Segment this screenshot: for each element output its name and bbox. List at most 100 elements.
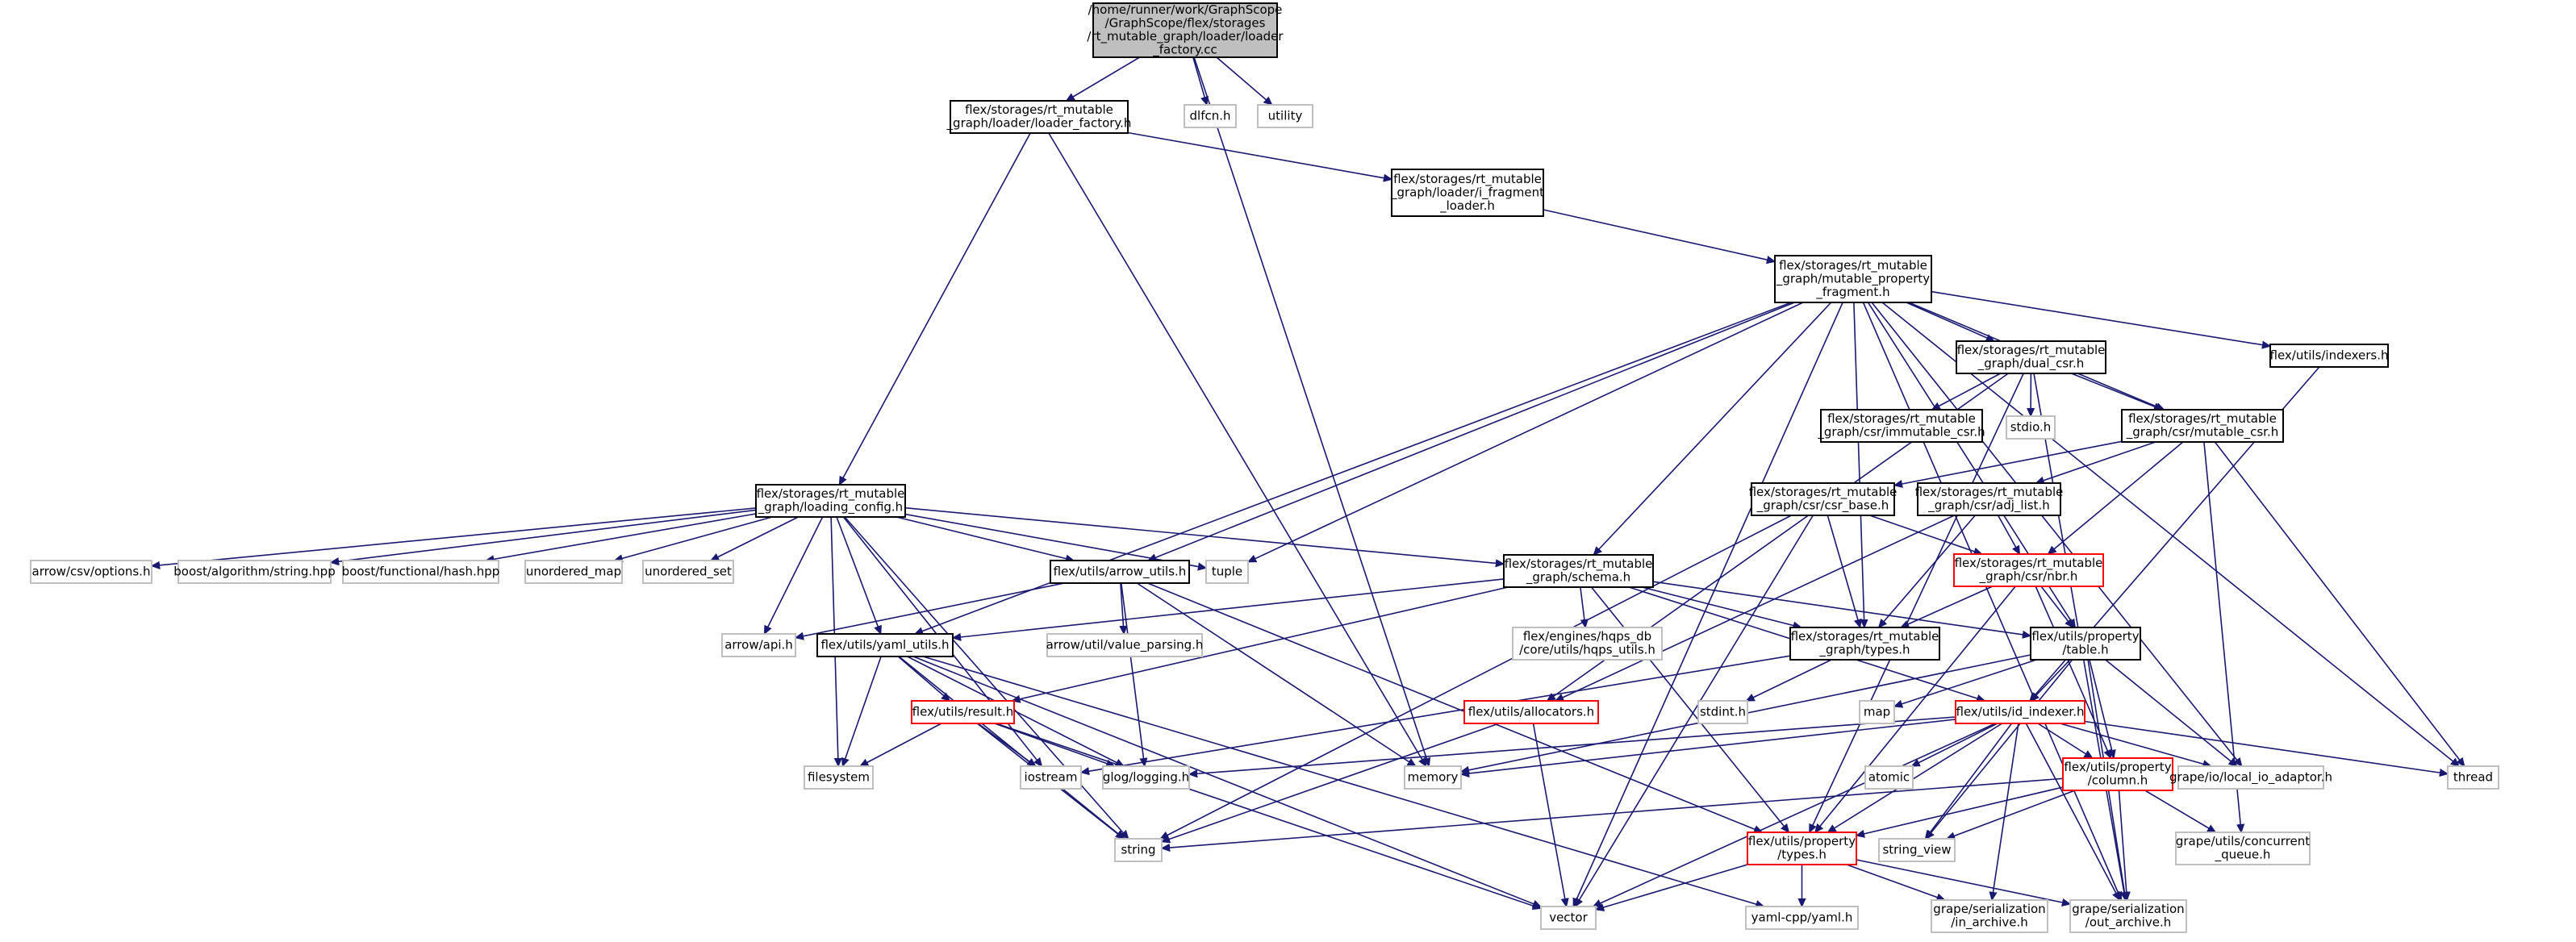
node-local_io_adaptor: grape/io/local_io_adaptor.h xyxy=(2169,765,2332,790)
edge-property_column-to-concurrent_queue xyxy=(2144,790,2216,832)
edge-rt_types-to-stdint xyxy=(1747,659,1832,702)
node-label: yaml-cpp/yaml.h xyxy=(1751,910,1853,924)
edge-nbr-to-property_table xyxy=(2040,586,2073,627)
node-root[interactable]: /home/runner/work/GraphScope/GraphScope/… xyxy=(1087,2,1284,58)
node-loading_config[interactable]: flex/storages/rt_mutable_graph/loading_c… xyxy=(755,484,906,518)
node-label: boost/functional/hash.hpp xyxy=(342,564,500,578)
node-property_table[interactable]: flex/utils/property/table.h xyxy=(2030,627,2141,661)
node-i_fragment_loader[interactable]: flex/storages/rt_mutable_graph/loader/i_… xyxy=(1390,169,1544,217)
node-box xyxy=(2006,415,2056,440)
node-label: flex/storages/rt_mutable xyxy=(1957,343,2106,358)
node-box xyxy=(911,700,1015,724)
node-label: grape/serialization xyxy=(2072,902,2184,916)
node-label: flex/utils/allocators.h xyxy=(1468,704,1594,719)
node-string_view: string_view xyxy=(1878,838,1956,862)
node-box xyxy=(1205,560,1249,584)
node-indexers[interactable]: flex/utils/indexers.h xyxy=(2269,344,2389,368)
node-box xyxy=(2269,344,2389,368)
node-allocators[interactable]: flex/utils/allocators.h xyxy=(1463,700,1599,724)
node-box xyxy=(642,560,734,584)
edge-result-to-filesystem xyxy=(860,723,942,767)
node-label: grape/utils/concurrent xyxy=(2176,834,2310,848)
edge-loading_config-to-yaml_utils xyxy=(836,516,881,634)
node-label: grape/io/local_io_adaptor.h xyxy=(2169,769,2332,785)
node-box xyxy=(1404,765,1462,790)
edge-property_column-to-out_archive xyxy=(2118,790,2127,900)
node-label: /rt_mutable_graph/loader/loader xyxy=(1087,29,1284,44)
node-property_column[interactable]: flex/utils/property/column.h xyxy=(2062,757,2173,791)
node-arrow_utils[interactable]: flex/utils/arrow_utils.h xyxy=(1050,560,1190,584)
node-box xyxy=(1751,482,1895,516)
edge-id_indexer-to-atomic xyxy=(1912,723,1998,767)
node-label: flex/storages/rt_mutable xyxy=(1915,485,2064,500)
node-label: flex/utils/arrow_utils.h xyxy=(1054,564,1187,579)
node-label: string_view xyxy=(1882,842,1951,857)
edge-property_table-to-string_view xyxy=(1926,659,2073,839)
node-box xyxy=(1463,700,1599,724)
node-yaml_utils[interactable]: flex/utils/yaml_utils.h xyxy=(816,633,954,657)
node-dlfcn: dlfcn.h xyxy=(1184,104,1237,128)
edge-mutable_csr-to-thread xyxy=(2214,441,2464,766)
node-label: flex/storages/rt_mutable xyxy=(1791,629,1939,644)
node-property_types[interactable]: flex/utils/property/types.h xyxy=(1747,832,1857,865)
edge-csr_base-to-nbr xyxy=(1869,515,1982,554)
node-label: flex/storages/rt_mutable xyxy=(2128,411,2277,427)
edge-nbr-to-property_column xyxy=(2035,586,2112,758)
node-label: _graph/csr/mutable_csr.h xyxy=(2126,425,2278,440)
node-label: _graph/loading_config.h xyxy=(758,500,903,515)
edge-property_types-to-in_archive xyxy=(1846,864,1945,900)
node-label: atomic xyxy=(1868,769,1910,784)
node-arrow_api: arrow/api.h xyxy=(721,633,796,657)
node-dual_csr[interactable]: flex/storages/rt_mutable_graph/dual_csr.… xyxy=(1956,340,2106,374)
node-result[interactable]: flex/utils/result.h xyxy=(911,700,1015,724)
edge-allocators-to-string xyxy=(1162,723,1500,842)
node-stdio: stdio.h xyxy=(2006,415,2056,440)
node-box xyxy=(1184,104,1237,128)
node-box xyxy=(1789,627,1940,661)
node-box xyxy=(2069,899,2187,933)
edge-yaml_utils-to-glog xyxy=(907,656,1124,767)
node-immutable_csr[interactable]: flex/storages/rt_mutable_graph/csr/immut… xyxy=(1817,409,1985,443)
edge-mutable_csr-to-nbr xyxy=(2048,441,2184,554)
edge-loader_factory-to-loading_config xyxy=(838,132,1031,485)
node-hqps_utils: flex/engines/hqps_db/core/utils/hqps_uti… xyxy=(1512,627,1663,661)
edge-property_types-to-vector xyxy=(1596,864,1748,910)
node-glog: glog/logging.h xyxy=(1102,765,1190,790)
edge-yaml_utils-to-result xyxy=(897,656,950,701)
node-boost_functional_hash: boost/functional/hash.hpp xyxy=(342,560,500,584)
node-box xyxy=(1503,554,1654,588)
node-csr_base[interactable]: flex/storages/rt_mutable_graph/csr/csr_b… xyxy=(1749,482,1898,516)
edge-property_table-to-local_io_adaptor xyxy=(2105,659,2237,766)
edge-mutable_property_fragment-to-rt_types xyxy=(1853,302,1864,627)
node-unordered_map: unordered_map xyxy=(524,560,623,584)
node-mutable_csr[interactable]: flex/storages/rt_mutable_graph/csr/mutab… xyxy=(2121,409,2284,443)
node-nbr[interactable]: flex/storages/rt_mutable_graph/csr/nbr.h xyxy=(1953,553,2104,587)
node-rt_types[interactable]: flex/storages/rt_mutable_graph/types.h xyxy=(1789,627,1940,661)
node-box xyxy=(2062,757,2173,791)
node-box xyxy=(755,484,906,518)
node-layer: /home/runner/work/GraphScope/GraphScope/… xyxy=(30,2,2499,933)
node-label: arrow/csv/options.h xyxy=(32,564,151,578)
node-label: flex/storages/rt_mutable xyxy=(1393,172,1542,187)
node-label: flex/storages/rt_mutable xyxy=(1779,258,1927,273)
node-id_indexer[interactable]: flex/utils/id_indexer.h xyxy=(1955,700,2085,724)
node-label: utility xyxy=(1268,108,1303,123)
node-label: flex/utils/yaml_utils.h xyxy=(820,637,949,652)
node-label: flex/storages/rt_mutable xyxy=(1955,556,2103,571)
edge-id_indexer-to-thread xyxy=(2084,720,2448,774)
node-schema[interactable]: flex/storages/rt_mutable_graph/schema.h xyxy=(1503,554,1654,588)
node-box xyxy=(1697,700,1748,724)
node-box xyxy=(950,100,1129,134)
node-label: _graph/csr/csr_base.h xyxy=(1756,498,1889,514)
node-adj_list[interactable]: flex/storages/rt_mutable_graph/csr/adj_l… xyxy=(1915,482,2064,516)
node-label: flex/storages/rt_mutable xyxy=(1505,556,1653,572)
edge-loading_config-to-unordered_set xyxy=(711,516,799,561)
node-label: vector xyxy=(1549,910,1588,924)
edge-property_column-to-string_view xyxy=(1947,790,2076,839)
node-mutable_property_fragment[interactable]: flex/storages/rt_mutable_graph/mutable_p… xyxy=(1774,255,1932,303)
node-loader_factory[interactable]: flex/storages/rt_mutable_graph/loader/lo… xyxy=(946,100,1132,134)
node-label: flex/storages/rt_mutable xyxy=(757,486,905,502)
node-label: _loader.h xyxy=(1439,198,1495,214)
node-label: _graph/loader/loader_factory.h xyxy=(946,116,1132,131)
edge-loading_config-to-boost_algo_string xyxy=(331,509,757,562)
